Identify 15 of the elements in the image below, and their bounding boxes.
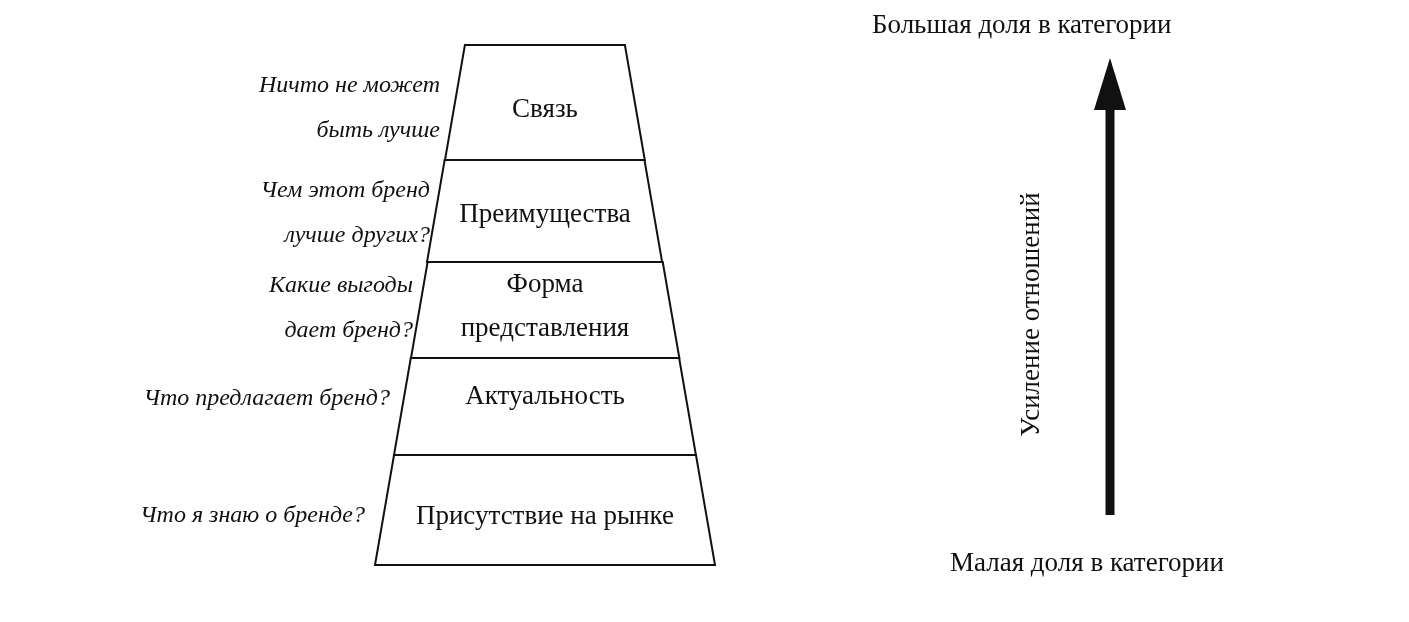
scale-caption: Большая доля в категории [872, 8, 1173, 41]
layer-label: Преимущества [458, 197, 632, 230]
layer-label: Присутствие на рынке [414, 499, 676, 532]
pyramid-layer [445, 45, 645, 160]
question-text: Ничто не может быть лучше [257, 70, 440, 144]
pyramid-layer [394, 358, 696, 455]
question-text: Что предлагает бренд? [142, 383, 390, 412]
question-text: Что я знаю о бренде? [139, 500, 365, 529]
pyramid-layer [375, 455, 715, 565]
layer-label: Актуальность [464, 379, 626, 412]
scale-caption: Малая доля в категории [950, 546, 1225, 579]
layer-label: Форма представления [459, 267, 631, 344]
question-text: Какие выгоды дает бренд? [268, 270, 413, 344]
layer-label: Связь [511, 92, 579, 125]
question-text: Чем этот бренд лучше других? [259, 175, 430, 249]
